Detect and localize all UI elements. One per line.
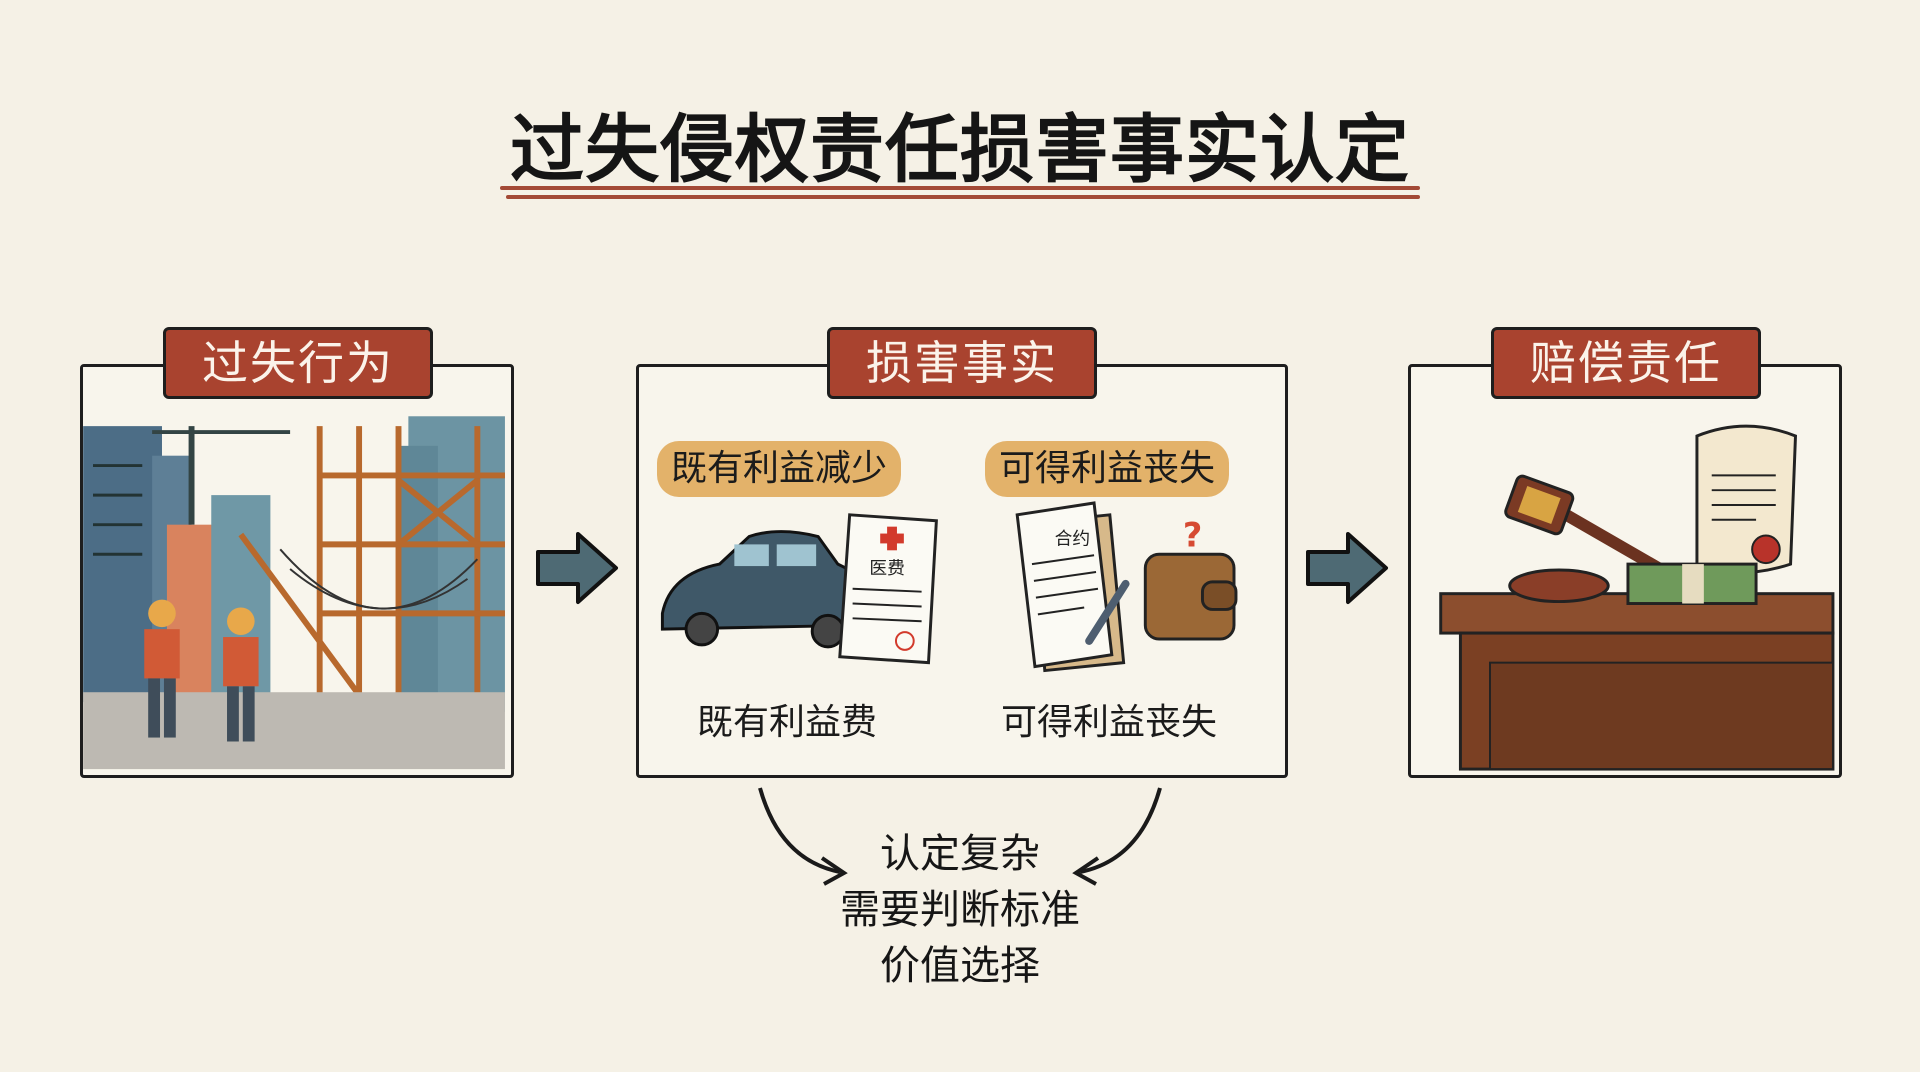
gavel-money-certificate-icon — [1439, 424, 1835, 771]
construction-site-icon — [83, 367, 505, 770]
question-mark-icon: ? — [1183, 515, 1202, 554]
chip-expected-interest-loss: 可得利益丧失 — [985, 441, 1230, 497]
tag-damage-fact: 损害事实 — [827, 327, 1097, 399]
title-underline — [500, 186, 1420, 202]
note-line: 价值选择 — [880, 943, 1040, 989]
worker-icon — [223, 607, 259, 742]
panel-compensation-liability: 赔偿责任 — [1408, 327, 1842, 778]
note-line: 需要判断标准 — [840, 887, 1080, 933]
tag-negligent-act: 过失行为 — [163, 327, 433, 399]
bill-label: 医费 — [869, 558, 904, 579]
money-stack-icon — [1626, 562, 1758, 605]
contract-icon: 合约 — [1015, 501, 1130, 673]
worker-icon — [144, 599, 180, 738]
certificate-icon — [1695, 424, 1798, 575]
tag-compensation-liability: 赔偿责任 — [1491, 327, 1761, 399]
caption-existing-interest: 既有利益费 — [697, 702, 878, 743]
contract-label: 合约 — [1055, 528, 1090, 549]
arrow-right-icon — [536, 532, 618, 604]
converging-arrows-icon — [758, 787, 1162, 886]
medical-bill-icon: 医费 — [838, 513, 938, 665]
arrow-right-icon — [1306, 532, 1388, 604]
chip-existing-interest-loss: 既有利益减少 — [657, 441, 902, 497]
caption-expected-interest: 可得利益丧失 — [1001, 702, 1218, 743]
panel-damage-fact: 医费 合约 ? 损害事实 既有利益减少 可得利益丧失 既有利益费 可得利益丧失 — [636, 327, 1288, 778]
conclusion-note: 认定复杂 需要判断标准 价值选择 — [760, 826, 1160, 994]
page-title: 过失侵权责任损害事实认定 — [510, 107, 1410, 193]
wallet-icon: ? — [1143, 515, 1238, 641]
note-line: 认定复杂 — [880, 831, 1040, 877]
desk-icon — [1439, 592, 1835, 771]
panel-negligent-act: 过失行为 — [80, 327, 514, 778]
car-crash-icon — [660, 530, 865, 649]
